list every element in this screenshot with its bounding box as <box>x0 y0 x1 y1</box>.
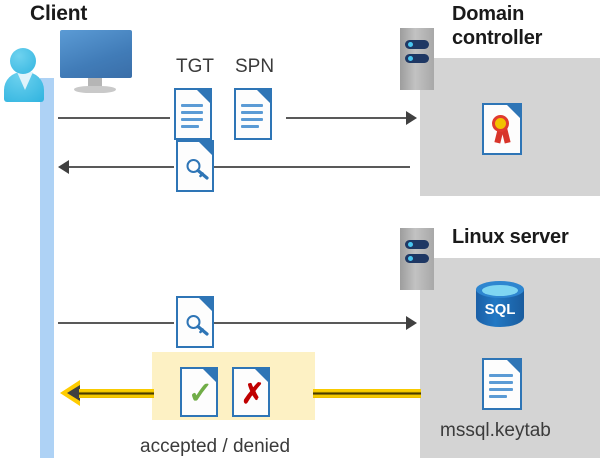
server-icon <box>400 28 434 90</box>
client-lifeline <box>40 78 54 458</box>
user-collar-icon <box>17 72 33 90</box>
monitor-icon <box>60 30 132 78</box>
key-document-icon-ticket <box>176 140 214 192</box>
arrowhead-to-domain-controller <box>406 111 417 125</box>
monitor-stand-icon <box>88 78 102 88</box>
key-icon <box>186 159 209 180</box>
domain-controller-title: Domain controller <box>452 2 592 50</box>
arrowhead-to-linux-server <box>406 316 417 330</box>
key-document-icon-auth <box>176 296 214 348</box>
message-line-tgt-spn-left <box>58 117 170 119</box>
result-caption: accepted / denied <box>140 436 291 457</box>
spn-label: SPN <box>235 56 275 77</box>
message-line-auth-right <box>214 322 410 324</box>
sql-database-icon: SQL <box>476 281 524 335</box>
message-line-ticket-right <box>214 166 410 168</box>
keytab-document-icon <box>482 358 522 410</box>
result-arrow-right <box>313 389 421 398</box>
tgt-label: TGT <box>176 56 214 77</box>
user-head-icon <box>10 48 36 74</box>
keytab-filename-label: mssql.keytab <box>440 420 551 441</box>
document-icon-spn <box>234 88 272 140</box>
monitor-base-icon <box>74 86 116 93</box>
message-line-auth-left <box>58 322 174 324</box>
client-title: Client <box>30 2 88 25</box>
document-icon-tgt <box>174 88 212 140</box>
denied-document-icon: ✗ <box>232 367 270 417</box>
server-icon <box>400 228 434 290</box>
message-line-ticket-left <box>69 166 174 168</box>
linux-server-title: Linux server <box>452 226 569 248</box>
accepted-document-icon: ✓ <box>180 367 218 417</box>
certificate-document-icon <box>482 103 522 155</box>
result-arrowhead-inner <box>67 385 80 401</box>
sql-label: SQL <box>484 301 516 318</box>
message-line-tgt-spn-right <box>286 117 408 119</box>
result-arrow-left <box>79 389 154 398</box>
domain-controller-title-line1: Domain <box>452 3 525 25</box>
key-icon <box>186 315 209 336</box>
arrowhead-to-client-from-dc <box>58 160 69 174</box>
domain-controller-title-line2: controller <box>452 27 543 49</box>
